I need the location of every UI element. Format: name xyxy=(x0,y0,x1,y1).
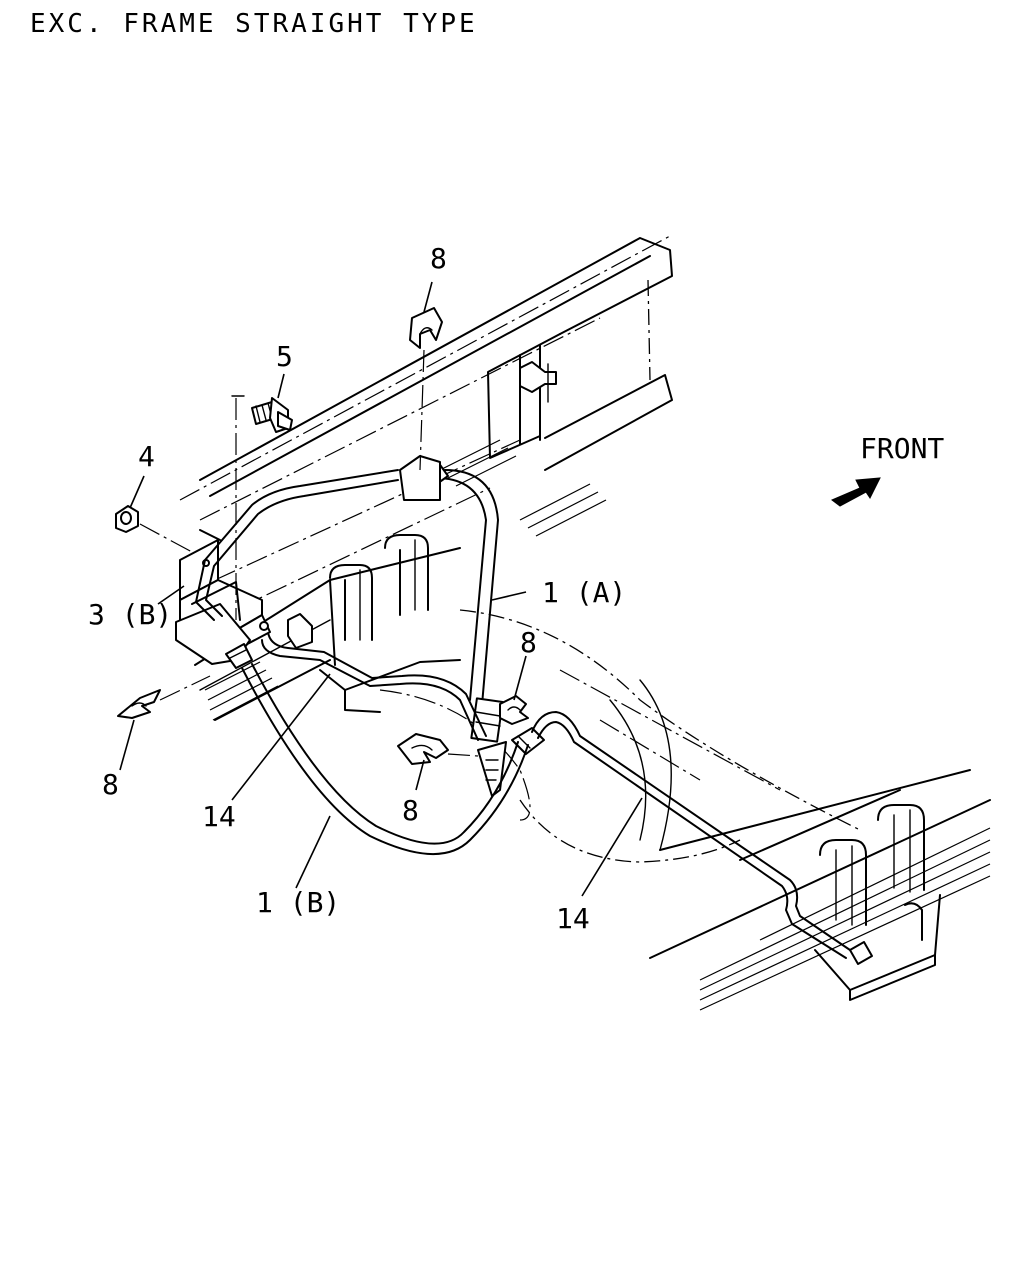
clip-8-upper xyxy=(409,307,443,349)
nut-4 xyxy=(115,505,139,533)
clip-8-right xyxy=(499,695,529,725)
front-label: FRONT xyxy=(860,432,944,465)
bolt-5 xyxy=(251,397,293,433)
callout-leaders xyxy=(119,281,643,897)
callout-pipe-a: 1 (A) xyxy=(542,576,626,609)
brake-hose-1a xyxy=(399,455,504,743)
clip-8-center xyxy=(397,733,449,765)
brake-pipe-upper xyxy=(195,469,399,621)
callout-pipe-14-right: 14 xyxy=(556,902,590,935)
clip-8-left xyxy=(117,689,161,719)
callout-clip-left: 8 xyxy=(102,768,119,801)
callout-nut: 4 xyxy=(138,440,155,473)
brake-pipe-1b xyxy=(241,663,529,856)
brake-pipe-14-left xyxy=(261,613,487,741)
callout-pipe-14-left: 14 xyxy=(202,800,236,833)
brake-pipe-14-right xyxy=(531,711,873,965)
frame-rail xyxy=(179,235,673,611)
callout-clip-center: 8 xyxy=(402,794,419,827)
callout-bracket: 3 (B) xyxy=(88,598,172,631)
diagram-title: EXC. FRAME STRAIGHT TYPE xyxy=(30,9,478,39)
callout-clip-upper: 8 xyxy=(430,242,447,275)
callout-bolt: 5 xyxy=(276,340,293,373)
callout-clip-right: 8 xyxy=(520,626,537,659)
front-arrow-icon xyxy=(831,477,881,507)
callout-pipe-b: 1 (B) xyxy=(256,886,340,919)
